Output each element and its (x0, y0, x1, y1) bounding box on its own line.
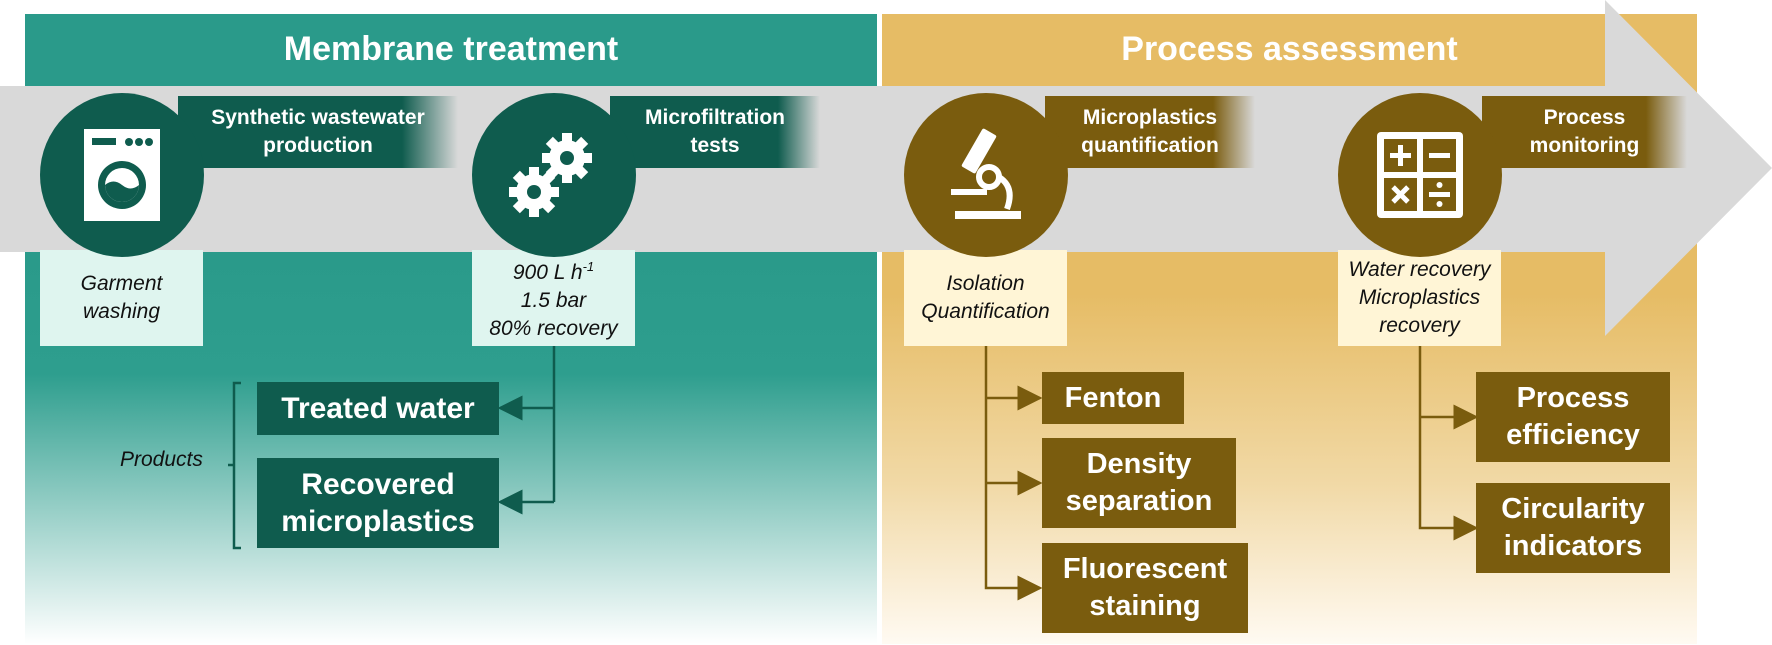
step-note-garment-washing: Garment washing (40, 250, 203, 346)
step-title-microfiltration: Microfiltration tests (610, 96, 820, 168)
product-recovered-microplastics: Recovered microplastics (257, 458, 499, 548)
step-note-line-flux: 900 L h-1 (512, 259, 595, 284)
step-note-line: 1.5 bar (520, 289, 587, 312)
process-assessment-header: Process assessment (882, 14, 1697, 84)
box-line: separation (1065, 485, 1213, 517)
step-title-line: Process (1543, 106, 1626, 129)
box-line: staining (1089, 590, 1201, 622)
method-fluorescent-staining: Fluorescent staining (1042, 543, 1248, 633)
step-circle-microfiltration (472, 93, 636, 257)
box-line: Treated water (281, 392, 475, 425)
step-note-line: Microplastics (1358, 286, 1481, 309)
output-process-efficiency: Process efficiency (1476, 372, 1670, 462)
step-title-line: monitoring (1529, 134, 1640, 157)
box-line: indicators (1503, 530, 1643, 562)
step-note-line: Quantification (921, 300, 1050, 323)
step-title-wastewater-production: Synthetic wastewater production (178, 96, 458, 168)
step-title-line: Microplastics (1082, 106, 1218, 129)
step-note-operating-conditions: 900 L h-1 1.5 bar 80% recovery (472, 250, 635, 346)
step-circle-washing (40, 93, 204, 257)
step-circle-quantification (904, 93, 1068, 257)
box-line: microplastics (281, 505, 475, 538)
step-note-line: Garment (80, 272, 163, 295)
step-title-line: tests (690, 134, 740, 157)
calculator-icon (1377, 132, 1463, 218)
step-circle-monitoring (1338, 93, 1502, 257)
gears-icon (509, 133, 592, 217)
box-line: Process (1516, 382, 1630, 414)
washing-machine-icon (84, 129, 160, 221)
step-title-line: Synthetic wastewater (211, 106, 425, 129)
step-note-line: Isolation (946, 272, 1025, 295)
microscope-icon (951, 128, 1021, 219)
box-line: Recovered (301, 468, 455, 501)
output-circularity-indicators: Circularity indicators (1476, 483, 1670, 573)
step-title-microplastics-quantification: Microplastics quantification (1045, 96, 1255, 168)
step-title-process-monitoring: Process monitoring (1482, 96, 1687, 168)
step-title-line: quantification (1081, 134, 1219, 157)
box-line: Fluorescent (1062, 553, 1228, 585)
step-note-line: Water recovery (1348, 258, 1491, 281)
box-line: Circularity (1501, 493, 1645, 525)
product-treated-water: Treated water (257, 382, 499, 435)
box-line: Fenton (1064, 381, 1162, 414)
step-note-isolation: Isolation Quantification (904, 250, 1067, 346)
step-note-line: 80% recovery (489, 317, 618, 340)
membrane-treatment-header: Membrane treatment (25, 14, 877, 84)
method-fenton: Fenton (1042, 372, 1184, 424)
box-line: efficiency (1506, 419, 1640, 451)
step-title-line: production (263, 134, 373, 157)
step-title-line: Microfiltration (645, 106, 785, 129)
products-label: Products (120, 448, 203, 471)
box-line: Density (1086, 448, 1192, 480)
step-note-line: recovery (1379, 314, 1460, 337)
step-note-recovery: Water recovery Microplastics recovery (1338, 250, 1501, 346)
step-note-line: washing (82, 300, 161, 323)
method-density-separation: Density separation (1042, 438, 1236, 528)
